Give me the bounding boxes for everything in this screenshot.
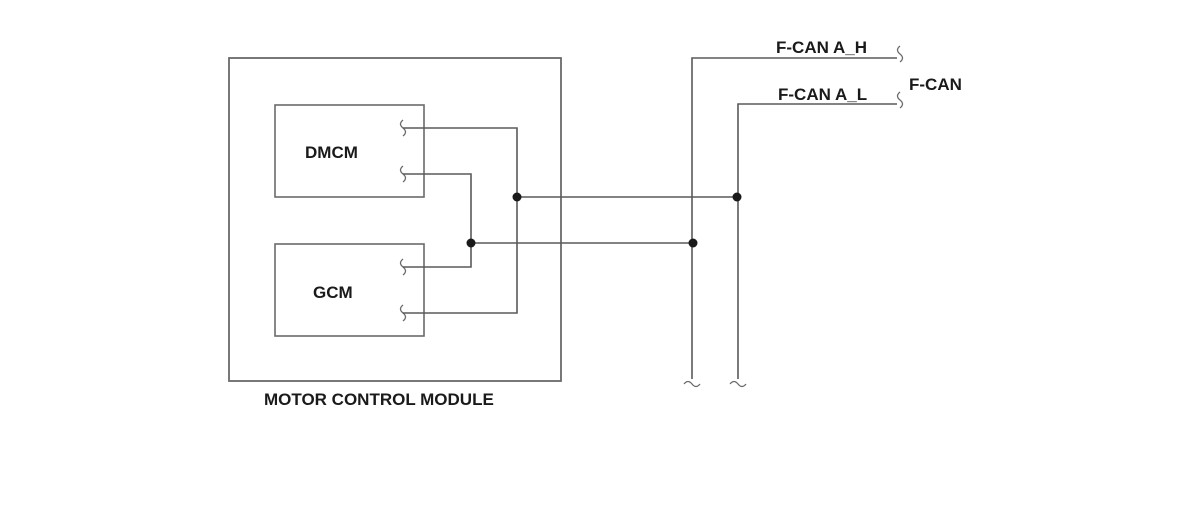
gcm-can-low-wire	[403, 243, 472, 268]
dmcm-box	[274, 104, 425, 198]
motor-control-module-label: MOTOR CONTROL MODULE	[264, 390, 494, 409]
f-can-a-h-bottom-break	[683, 380, 701, 388]
gcm-box	[274, 243, 425, 337]
f-can-a-l-bottom-break	[729, 380, 747, 388]
f-can-a-l-right-break	[896, 91, 904, 109]
f-can-a-h-right-break	[896, 45, 904, 63]
junction-node	[466, 238, 476, 248]
dmcm-label: DMCM	[305, 143, 358, 162]
junction-node	[732, 192, 742, 202]
gcm-can-high-wire	[403, 197, 518, 314]
gcm-label: GCM	[313, 283, 353, 302]
junction-node	[688, 238, 698, 248]
dmcm-can-low-wire	[403, 173, 472, 243]
f-can-a-h-trunk	[691, 57, 897, 379]
dmcm-can-high-wire	[403, 127, 518, 197]
f-can-a-l-label: F-CAN A_L	[778, 85, 867, 104]
f-can-a-l-trunk	[737, 103, 897, 379]
f-can-bus-label: F-CAN	[909, 75, 962, 94]
f-can-a-h-label: F-CAN A_H	[776, 38, 867, 57]
motor-control-module-box	[228, 57, 562, 382]
junction-node	[512, 192, 522, 202]
